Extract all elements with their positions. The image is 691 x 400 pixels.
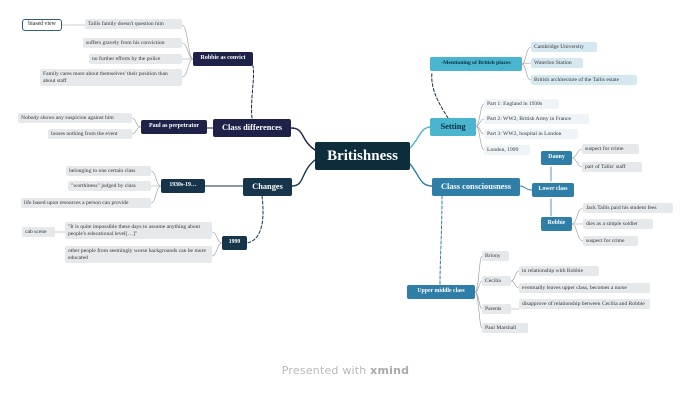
tag-biased-view: biased view [22, 19, 62, 31]
link-root-changes [291, 159, 316, 187]
leaf-robbie-1[interactable]: Tallis family doesn't question him [85, 19, 182, 29]
leaf-robbie-2[interactable]: suffers gravely from his conviction [83, 38, 182, 48]
leaf-robbie-lc-3[interactable]: suspect for crime [583, 236, 638, 246]
link-cd-robbie [251, 65, 254, 119]
leaf-robbie-lc-2[interactable]: dies as a simple soldier [583, 219, 653, 229]
topic-robbie-as-convict[interactable]: Robbie as convict [193, 52, 253, 66]
topic-changes[interactable]: Changes [243, 178, 292, 196]
link-root-class-differences [290, 127, 316, 151]
leaf-1999-1[interactable]: "It is quite impossible these days to as… [65, 222, 212, 239]
root-topic-britishness[interactable]: Britishness [315, 142, 410, 170]
leaf-robbie-4[interactable]: Family cares more about themselves' thei… [40, 69, 182, 86]
leaf-paul-1[interactable]: Nobody shows any suspicion against him [18, 113, 132, 123]
topic-parents[interactable]: Parents [482, 304, 511, 314]
leaf-robbie-lc-1[interactable]: Jack Tallis paid his student fees [583, 203, 673, 213]
leaf-robbie-3[interactable]: no further efforts by the police [89, 54, 182, 64]
link-changes-1999 [246, 195, 264, 244]
leaf-cecilia-1[interactable]: in relationship with Robbie [519, 266, 599, 276]
topic-1999[interactable]: 1999 [222, 236, 247, 250]
topic-mentioning-british-places[interactable]: -Mentioning of British places [430, 57, 522, 71]
topic-class-consciousness[interactable]: Class consciousness [432, 178, 520, 196]
leaf-paul-2[interactable]: looses nothing from the event [48, 129, 132, 139]
leaf-part-2[interactable]: Part 2: WW2, British Army in France [484, 114, 589, 124]
leaf-danny-2[interactable]: part of Tallis' staff [582, 162, 642, 172]
topic-1930s[interactable]: 1930s-19… [161, 179, 205, 193]
topic-lower-class[interactable]: Lower class [532, 183, 574, 197]
leaf-parents-1[interactable]: disapprove of relationship between Cecil… [519, 299, 650, 309]
link-cc-upper-middle [439, 195, 443, 285]
leaf-1999-2[interactable]: other people from seemingly worse backgr… [65, 246, 212, 263]
topic-cecilia[interactable]: Cecilia [482, 276, 511, 286]
topic-robbie[interactable]: Robbie [541, 217, 572, 231]
topic-class-differences[interactable]: Class differences [213, 119, 291, 137]
footer-presented-with: Presented with xmind [0, 364, 691, 377]
leaf-part-1[interactable]: Part 1: England in 1930s [484, 99, 559, 109]
xmind-logo: xmind [370, 364, 410, 377]
leaf-part-3[interactable]: Part 3: WW2, hospital in London [484, 129, 578, 139]
leaf-london-1999[interactable]: London, 1999 [484, 145, 530, 155]
topic-danny[interactable]: Danny [541, 151, 572, 165]
link-root-class-consciousness [409, 163, 433, 187]
topic-paul-as-perpetrator[interactable]: Paul as perpetrator [141, 120, 207, 134]
leaf-tallis-estate[interactable]: British architecture of the Tallis estat… [531, 75, 637, 85]
leaf-1930s-1[interactable]: belonging to one certain class [66, 166, 151, 176]
link-root-setting [409, 126, 431, 149]
leaf-paul-marshall[interactable]: Paul Marshall [482, 323, 528, 333]
link-setting-mentioning [431, 71, 449, 119]
footer-prefix: Presented with [281, 364, 367, 377]
leaf-1930s-3[interactable]: life based upon resources a person can p… [21, 198, 151, 208]
leaf-waterloo[interactable]: Waterloo Station [531, 58, 583, 68]
topic-upper-middle-class[interactable]: Upper middle class [407, 285, 475, 299]
leaf-cecilia-2[interactable]: eventually leaves upper class, becomes a… [519, 283, 650, 293]
leaf-1930s-2[interactable]: "worthiness" judged by class [68, 181, 151, 191]
tag-cab-scene: cab scene [22, 227, 55, 237]
leaf-cambridge[interactable]: Cambridge University [531, 42, 597, 52]
topic-setting[interactable]: Setting [430, 118, 476, 136]
leaf-danny-1[interactable]: suspect for crime [582, 144, 639, 154]
leaf-briony[interactable]: Briony [482, 251, 509, 261]
